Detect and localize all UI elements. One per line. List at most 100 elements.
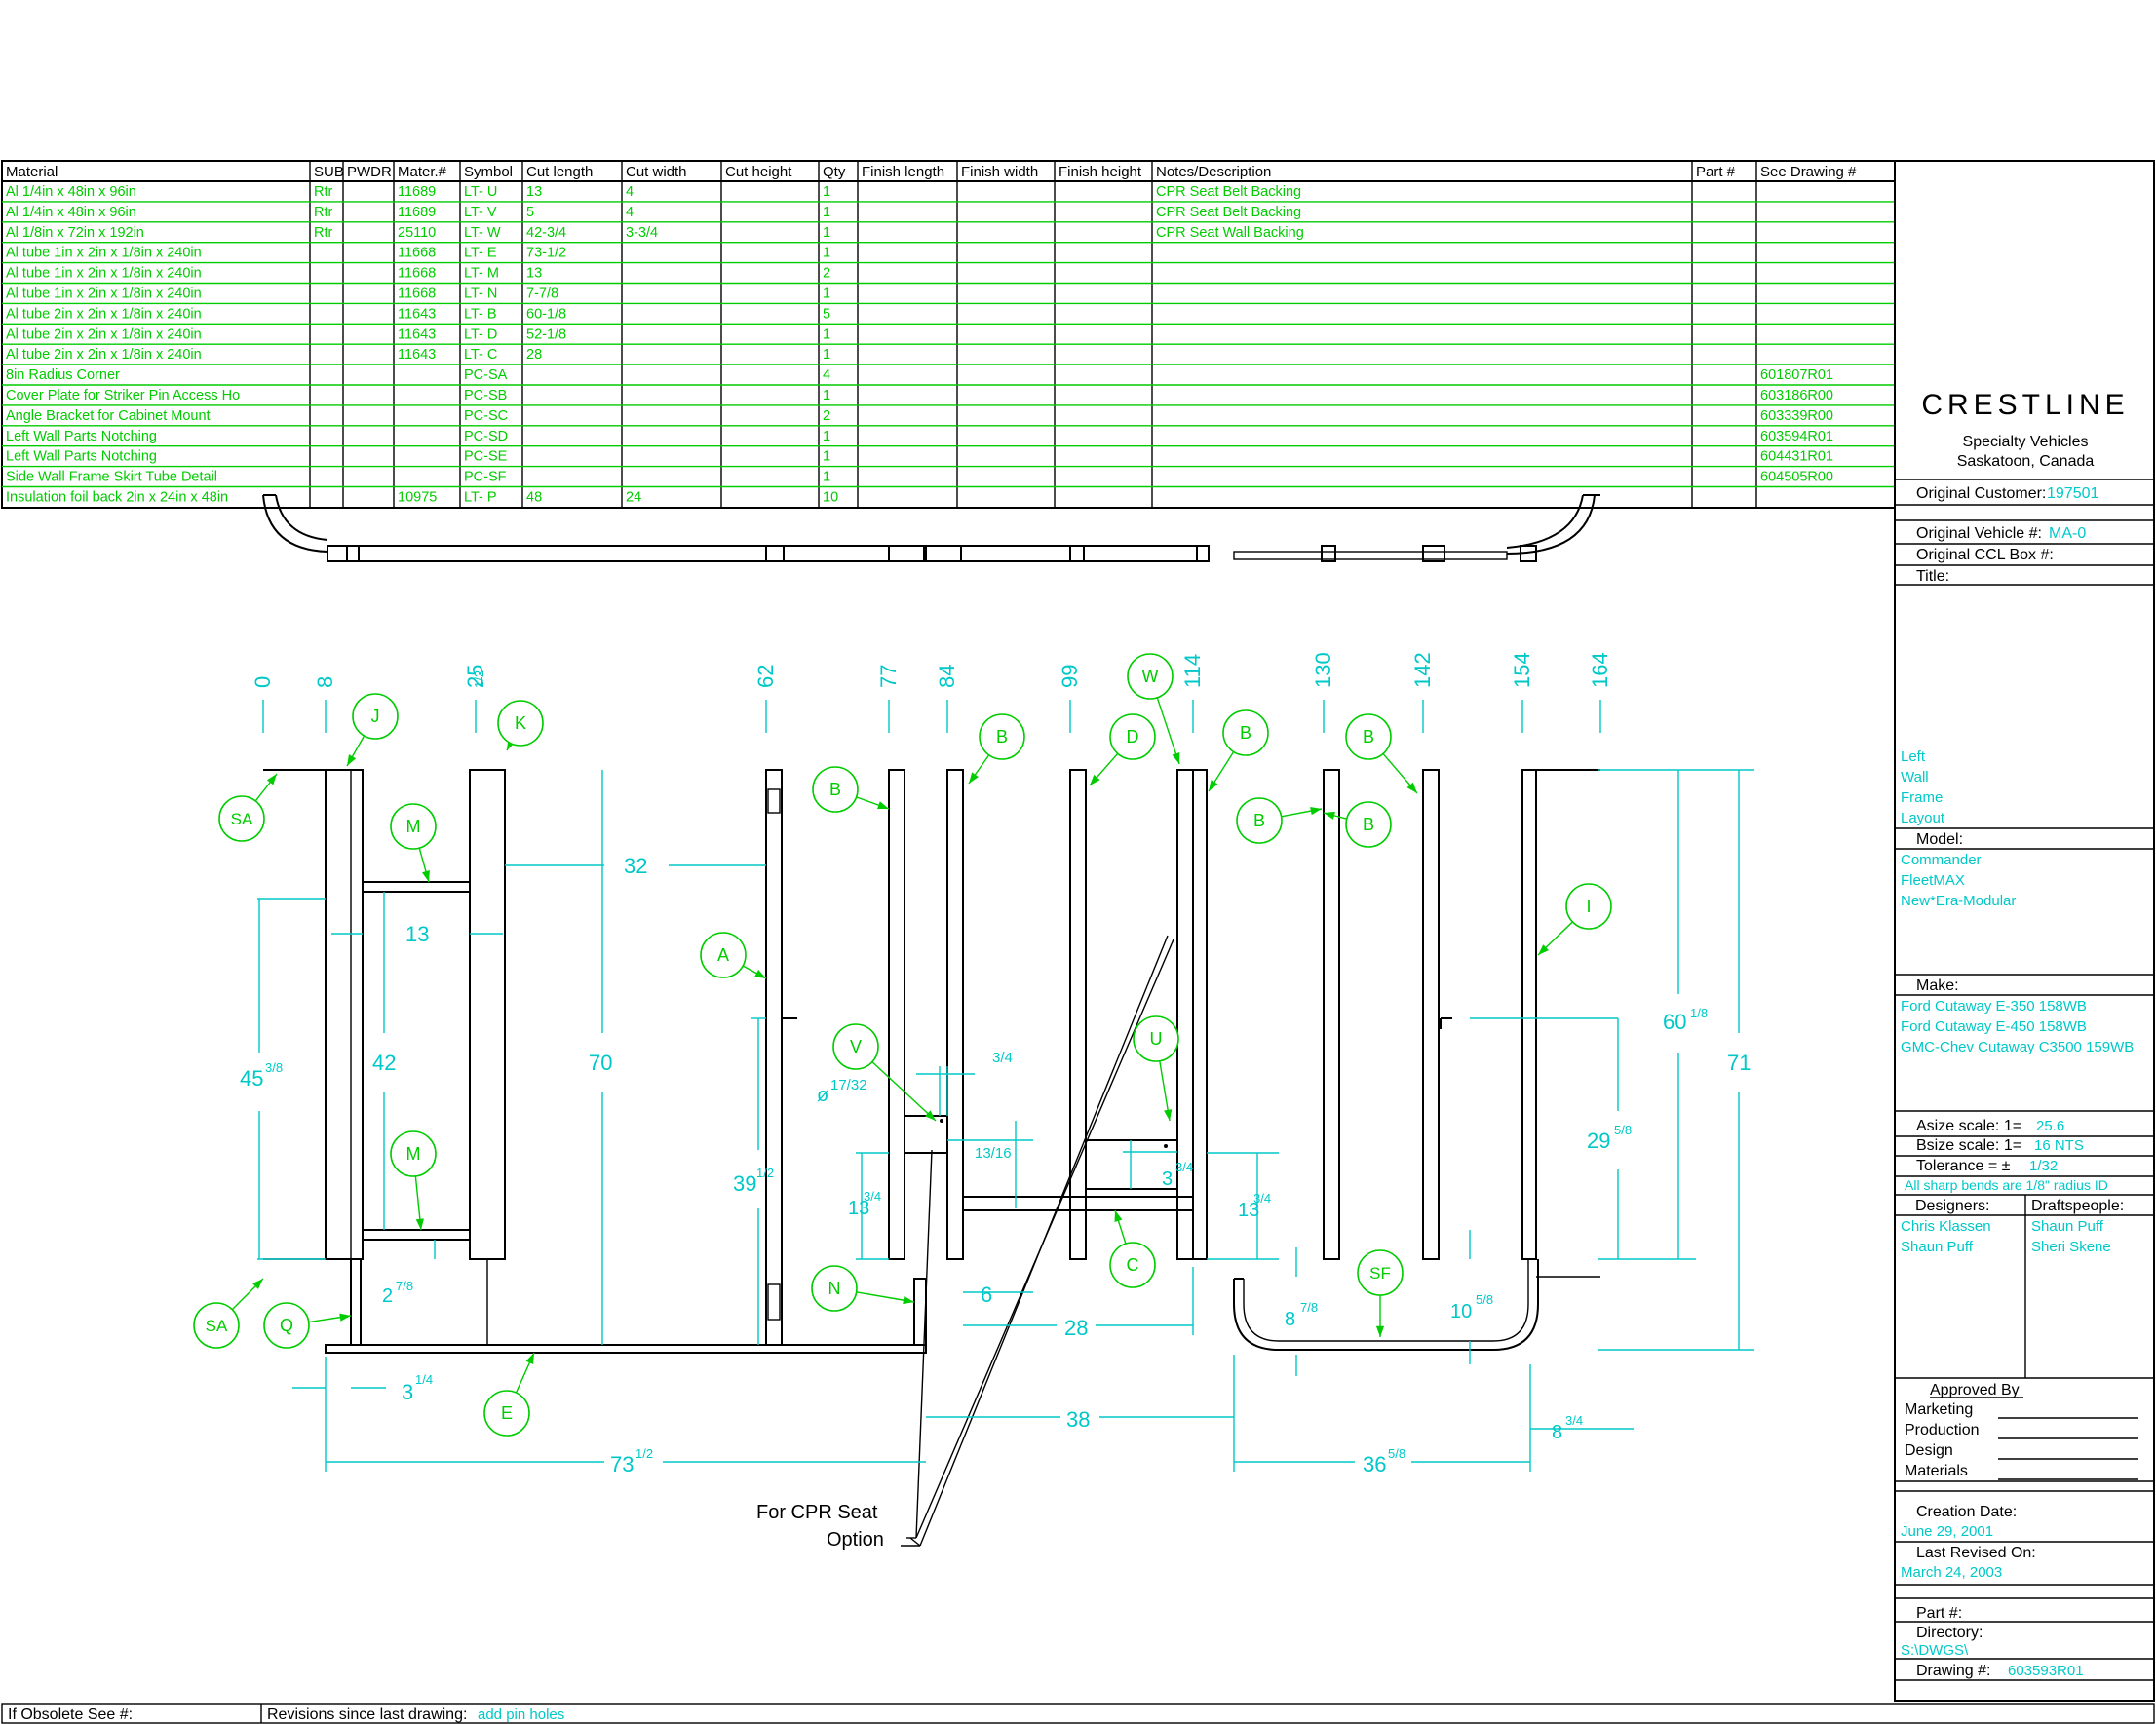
- station-25-fraction: 1/2: [472, 670, 486, 688]
- bom-cell: Insulation foil back 2in x 24in x 48in: [6, 490, 228, 506]
- tolerance-value: 1/32: [2029, 1158, 2058, 1174]
- callout-arrowhead: [421, 870, 430, 882]
- bom-header-cell: Qty: [823, 164, 846, 180]
- callout-label: V: [850, 1037, 862, 1056]
- bom-cell: PC-SD: [464, 429, 508, 444]
- bom-cell: PC-SA: [464, 367, 508, 383]
- bom-cell: 10: [823, 490, 838, 506]
- station-label: 77: [876, 665, 901, 688]
- callout-label: U: [1150, 1029, 1163, 1049]
- model-3: New*Era-Modular: [1901, 893, 2016, 909]
- bom-header-cell: Mater.#: [398, 164, 447, 180]
- callout-label: B: [829, 780, 841, 799]
- dim-13b-frac: 3/4: [864, 1189, 881, 1204]
- bsize-value: 16 NTS: [2034, 1137, 2084, 1154]
- bom-cell: 13: [526, 184, 542, 200]
- cpr-note-line-2: Option: [827, 1529, 884, 1551]
- dim-39-frac: 1/2: [756, 1166, 774, 1180]
- dim-32: 32: [624, 854, 647, 878]
- model-label: Model:: [1916, 831, 1963, 848]
- bom-cell: Al tube 2in x 2in x 1/8in x 240in: [6, 347, 202, 363]
- bom-cell: 603186R00: [1760, 388, 1833, 403]
- company-sub1: Specialty Vehicles: [1963, 434, 2089, 450]
- bom-cell: Al tube 1in x 2in x 1/8in x 240in: [6, 287, 202, 302]
- bom-header-cell: Finish length: [862, 164, 944, 180]
- title-line-3: Frame: [1901, 789, 1943, 806]
- dim-45-frac: 3/8: [265, 1060, 283, 1075]
- make-2: Ford Cutaway E-450 158WB: [1901, 1018, 2087, 1035]
- company-sub2: Saskatoon, Canada: [1957, 453, 2095, 470]
- rail-e: [325, 1344, 927, 1354]
- callout-label: Q: [280, 1316, 293, 1335]
- bom-cell: Rtr: [314, 205, 333, 220]
- dim-8b-frac: 3/4: [1565, 1413, 1583, 1428]
- callout-label: W: [1142, 667, 1159, 686]
- bom-cell: 1: [823, 429, 830, 444]
- callout-bubble: [1133, 1015, 1179, 1062]
- bom-cell: 1: [823, 225, 830, 241]
- bom-cell: LT- U: [464, 184, 497, 200]
- station-label: 84: [935, 665, 959, 688]
- callout-bubble: [497, 700, 544, 747]
- revisions-label: Revisions since last drawing:: [267, 1706, 467, 1723]
- approval-design: Design: [1905, 1442, 1953, 1459]
- callout-bubble: [193, 1302, 240, 1349]
- dim-8: 8: [1285, 1309, 1295, 1330]
- cpr-note-line-1: For CPR Seat: [756, 1502, 878, 1523]
- bom-cell: LT- N: [464, 287, 497, 302]
- callout-label: K: [515, 713, 526, 733]
- bom-cell: 1: [823, 388, 830, 403]
- callout-bubble: [1222, 709, 1269, 756]
- make-1: Ford Cutaway E-350 158WB: [1901, 998, 2087, 1015]
- callout-label: SA: [231, 810, 253, 828]
- dim-phi-frac: 17/32: [830, 1077, 867, 1093]
- callout-bubble: [1345, 801, 1392, 848]
- callout-bubble: [1357, 1249, 1404, 1296]
- post-j: [325, 769, 364, 1260]
- bom-cell: CPR Seat Belt Backing: [1156, 184, 1301, 200]
- callout-arrowhead: [252, 1279, 263, 1289]
- dim-8-frac: 7/8: [1300, 1300, 1318, 1315]
- post-b-84: [946, 769, 964, 1260]
- callout-arrowhead: [754, 969, 766, 978]
- directory-value: S:\DWGS\: [1901, 1642, 1969, 1659]
- brace-m-bottom: [362, 1229, 471, 1241]
- dim-71: 71: [1727, 1051, 1751, 1075]
- bom-cell: 604431R01: [1760, 449, 1833, 465]
- callout-bubble: [352, 693, 399, 740]
- approved-label: Approved By: [1930, 1382, 2020, 1398]
- asize-label: Asize scale: 1=: [1916, 1118, 2021, 1134]
- bom-cell: 25110: [398, 225, 436, 241]
- dim-29: 29: [1587, 1129, 1610, 1153]
- designer-1: Chris Klassen: [1901, 1218, 1991, 1235]
- bom-header-cell: PWDR: [347, 164, 392, 180]
- station-label: 8: [313, 676, 337, 688]
- bsize-label: Bsize scale: 1=: [1916, 1137, 2021, 1154]
- bom-cell: 11643: [398, 306, 436, 322]
- dimensions: 32 13 42 70 45 3/8 39 1/2 2 7/8 3 1/4: [240, 769, 1754, 1476]
- original-customer-value: 197501: [2047, 485, 2098, 502]
- dim-70: 70: [589, 1051, 612, 1075]
- dim-29-frac: 5/8: [1614, 1123, 1632, 1137]
- bom-cell: PC-SF: [464, 470, 507, 485]
- dim-42: 42: [372, 1051, 396, 1075]
- rail-c: [962, 1196, 1194, 1211]
- bom-cell: 7-7/8: [526, 287, 558, 302]
- callout-label: C: [1127, 1255, 1139, 1275]
- callout-arrowhead: [903, 1296, 914, 1305]
- bends-note: All sharp bends are 1/8" radius ID: [1905, 1177, 2108, 1193]
- bom-cell: 11643: [398, 326, 436, 342]
- dim-6: 6: [981, 1283, 992, 1307]
- bom-cell: Al tube 1in x 2in x 1/8in x 240in: [6, 266, 202, 282]
- post-b-114: [1192, 769, 1208, 1260]
- bom-cell: Rtr: [314, 184, 333, 200]
- dim-3b-frac: 3/4: [1175, 1160, 1193, 1174]
- dim-13: 13: [405, 922, 429, 946]
- bom-cell: 603339R00: [1760, 408, 1833, 424]
- callout-bubble: [1127, 653, 1174, 700]
- callout-label: M: [406, 817, 421, 836]
- bom-header-cell: Finish height: [1059, 164, 1142, 180]
